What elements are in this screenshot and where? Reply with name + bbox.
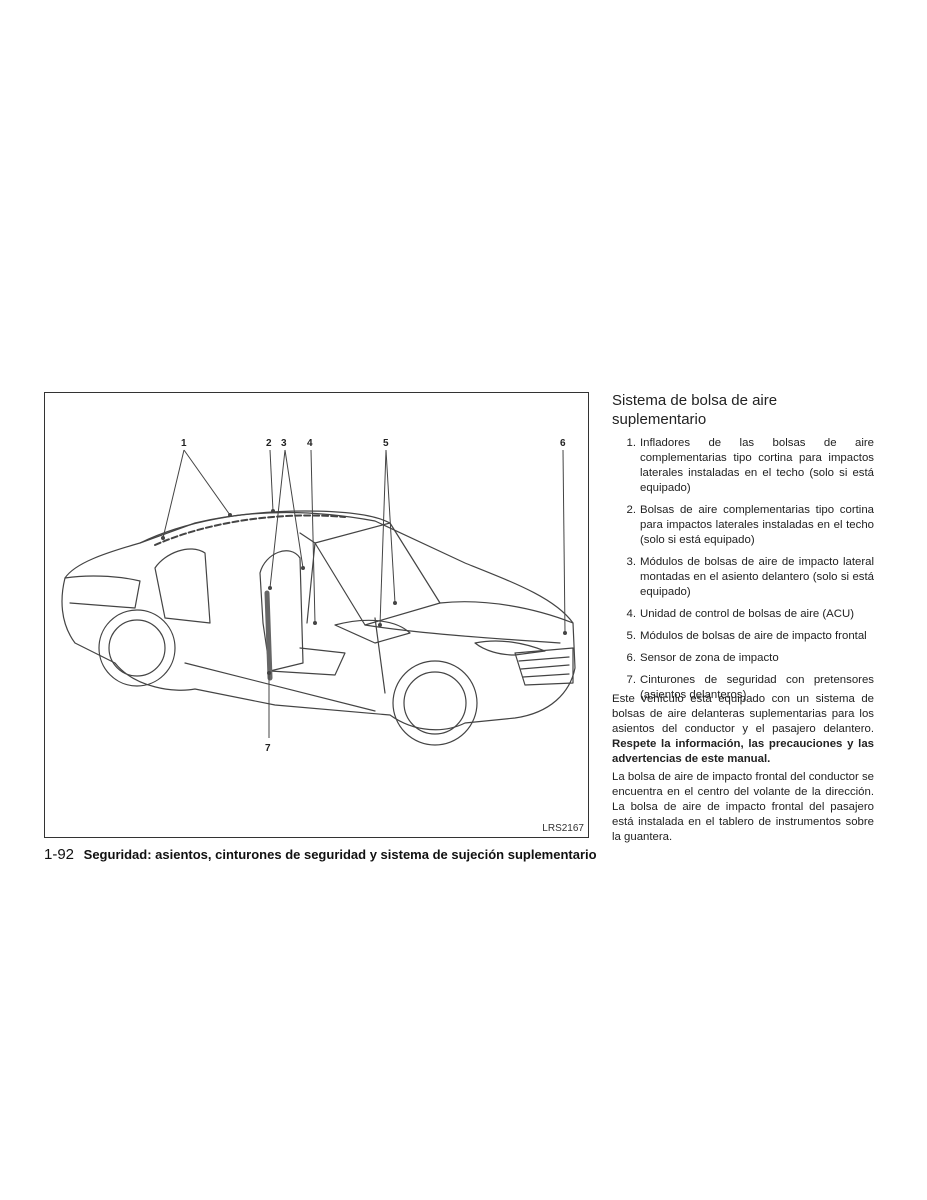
list-item: 3.Módulos de bolsas de aire de impacto l… xyxy=(614,555,875,600)
location-paragraph: La bolsa de aire de impacto frontal del … xyxy=(612,771,874,843)
callout-1: 1 xyxy=(181,438,187,449)
page-footer: 1-92 Seguridad: asientos, cinturones de … xyxy=(44,846,597,863)
item-text: Cinturones de seguridad con pretensores … xyxy=(640,674,874,701)
list-item: 5.Módulos de bolsas de aire de impacto f… xyxy=(614,629,874,644)
chapter-title: Seguridad: asientos, cinturones de segur… xyxy=(83,847,597,862)
page-number: 1-92 xyxy=(44,846,75,863)
item-number: 7. xyxy=(626,674,637,686)
item-text: Módulos de bolsas de aire de impacto lat… xyxy=(640,556,874,598)
item-number: 5. xyxy=(626,630,637,642)
intro-warning: Respete la información, las precauciones… xyxy=(612,738,874,765)
item-number: 3. xyxy=(626,556,637,568)
component-list: 1.Infladores de las bolsas de aire compl… xyxy=(614,436,875,710)
list-item: 1.Infladores de las bolsas de aire compl… xyxy=(614,436,875,496)
item-text: Unidad de control de bolsas de aire (ACU… xyxy=(640,608,855,620)
item-number: 4. xyxy=(626,608,637,620)
item-text: Módulos de bolsas de aire de impacto fro… xyxy=(640,630,867,642)
section-title: Sistema de bolsa de aire suplementario xyxy=(612,391,862,429)
callout-4: 4 xyxy=(307,438,313,449)
item-number: 2. xyxy=(626,504,637,516)
figure-frame: 1 2 3 4 5 6 7 LRS2167 xyxy=(44,392,589,838)
list-item: 2.Bolsas de aire complementarias tipo co… xyxy=(614,503,875,548)
figure-code: LRS2167 xyxy=(542,823,584,834)
item-number: 6. xyxy=(626,652,637,664)
list-item: 7.Cinturones de seguridad con pretensore… xyxy=(614,673,875,703)
intro-paragraph: Este vehículo está equipado con un siste… xyxy=(612,692,874,767)
item-text: Sensor de zona de impacto xyxy=(640,652,779,664)
list-item: 4.Unidad de control de bolsas de aire (A… xyxy=(614,607,874,622)
section-title-line2: suplementario xyxy=(612,411,707,428)
car-airbag-illustration xyxy=(61,449,576,746)
list-item: 6.Sensor de zona de impacto xyxy=(614,651,874,666)
intro-text: Este vehículo está equipado con un siste… xyxy=(612,693,874,735)
callout-5: 5 xyxy=(383,438,389,449)
callout-6: 6 xyxy=(560,438,566,449)
item-text: Infladores de las bolsas de aire complem… xyxy=(640,437,874,494)
section-title-line1: Sistema de bolsa de aire xyxy=(612,392,778,409)
item-text: Bolsas de aire complementarias tipo cort… xyxy=(640,504,874,546)
item-number: 1. xyxy=(626,437,637,449)
callout-2: 2 xyxy=(266,438,272,449)
callout-7: 7 xyxy=(265,743,271,754)
callout-3: 3 xyxy=(281,438,287,449)
